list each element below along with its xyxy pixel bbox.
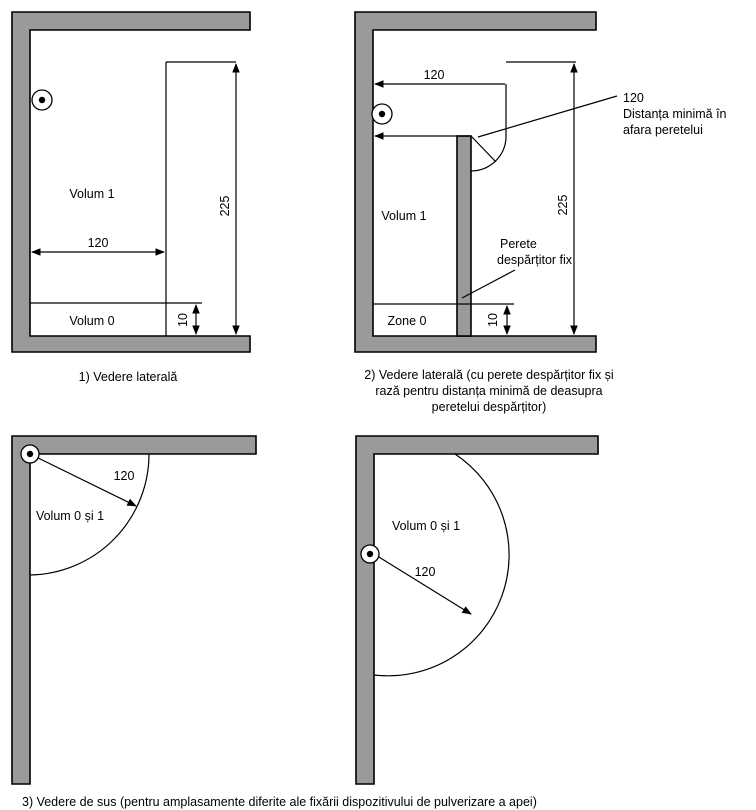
wall-section: [354, 11, 597, 353]
callout-value: 120: [623, 91, 644, 105]
panel-2-caption-line-1: 2) Vedere laterală (cu perete despărțito…: [364, 368, 613, 382]
wall-section: [11, 435, 257, 785]
shower-head-icon: [31, 89, 53, 111]
dimension-label-225: 225: [218, 196, 232, 217]
shower-head-icon: [371, 103, 393, 125]
radius-arrow: [29, 453, 137, 507]
partition-label-line-2: despărțitor fix: [497, 253, 573, 267]
radius-label: 120: [114, 469, 135, 483]
wall-section: [11, 11, 251, 353]
callout-leader: [477, 95, 618, 138]
fixed-partition-wall: [456, 135, 472, 337]
panel-2-caption-line-3: peretelui despărțitor): [432, 400, 547, 414]
volume-label: Volum 0 și 1: [36, 509, 104, 523]
panel-side-view-partition: 120 120 Distanța minimă în afara peretel…: [354, 11, 727, 414]
callout-text-line-2: afara peretelui: [623, 123, 703, 137]
volume-1-label: Volum 1: [381, 209, 426, 223]
panel-2-caption-line-2: rază pentru distanța minimă de deasupra: [375, 384, 602, 398]
volume-1-label: Volum 1: [69, 187, 114, 201]
figure-caption: 3) Vedere de sus (pentru amplasamente di…: [22, 795, 537, 809]
dimension-label-120: 120: [88, 236, 109, 250]
shower-head-icon: [360, 544, 380, 564]
partition-leader: [461, 269, 516, 299]
panel-side-view: 120 225 10 Volum 1 Volum 0 1) Vedere lat…: [11, 11, 251, 384]
dimension-label-225: 225: [556, 195, 570, 216]
zone-0-label: Zone 0: [388, 314, 427, 328]
panel-top-view-corner: 120 Volum 0 și 1: [11, 435, 257, 785]
radius-arrow: [373, 553, 472, 615]
partition-label-line-1: Perete: [500, 237, 537, 251]
wall-section: [355, 435, 599, 785]
dimension-label-10: 10: [176, 313, 190, 327]
shower-head-icon: [20, 444, 40, 464]
dimension-label-120: 120: [424, 68, 445, 82]
volume-label: Volum 0 și 1: [392, 519, 460, 533]
radius-label: 120: [415, 565, 436, 579]
callout-text-line-1: Distanța minimă în: [623, 107, 727, 121]
panel-1-caption: 1) Vedere laterală: [79, 370, 178, 384]
zone-radius-arc: [373, 453, 510, 677]
volume-0-label: Volum 0: [69, 314, 114, 328]
radius-line: [470, 135, 497, 163]
panel-top-view-side: 120 Volum 0 și 1: [355, 435, 599, 785]
zone-radius-arc: [29, 453, 150, 576]
dimension-label-10: 10: [486, 313, 500, 327]
